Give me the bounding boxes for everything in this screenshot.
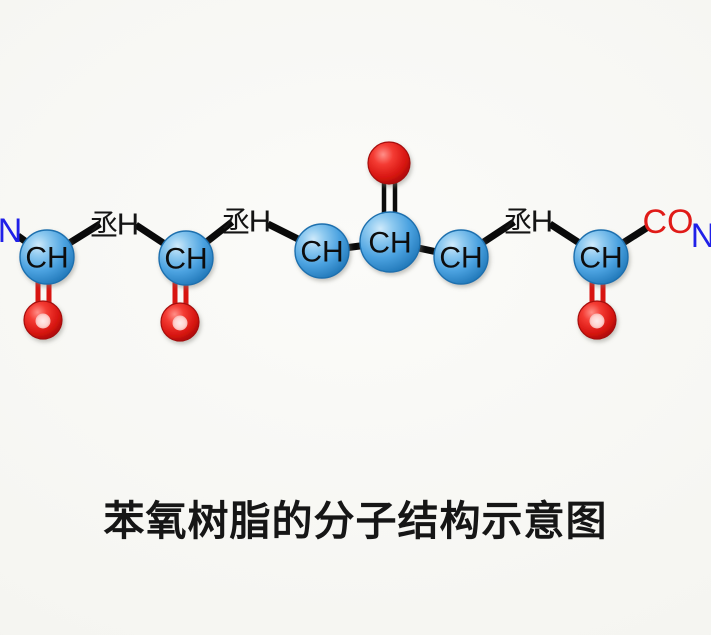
carbon-atom-3-label: CH xyxy=(300,236,343,269)
carbon-atom-5: CH xyxy=(433,229,489,285)
figure-caption: 苯氧树脂的分子结构示意图 xyxy=(103,497,608,545)
carbon-atom-2: CH xyxy=(158,230,214,286)
carbon-atom-3: CH xyxy=(294,223,350,279)
terminal-group: N CO N xyxy=(0,203,711,255)
carbon-atom-6: CH xyxy=(573,229,629,285)
bridge-label-1-suffix: H xyxy=(117,207,139,242)
bridge-label-2-suffix: H xyxy=(249,204,271,239)
carbon-atom-5-label: CH xyxy=(439,242,482,275)
terminus-left-nitrogen-label: N xyxy=(0,212,22,250)
bridge-label-3-suffix: H xyxy=(531,204,553,239)
carbon-atom-group: CH CH CH CH CH CH xyxy=(19,211,629,286)
molecule-diagram: CH CH CH CH CH CH xyxy=(0,141,711,342)
carbon-atom-6-label: CH xyxy=(579,242,622,275)
carbon-atom-4-label: CH xyxy=(368,227,411,260)
bridge-label-1: 丞 H xyxy=(89,207,139,243)
oxygen-atom-2 xyxy=(160,302,200,342)
oxygen-atom-4 xyxy=(577,300,617,340)
oxygen-atom-1 xyxy=(23,300,63,340)
oxygen-atom-3 xyxy=(367,141,411,185)
bridge-label-3-glyph: 丞 xyxy=(503,205,532,239)
bridge-label-1-glyph: 丞 xyxy=(89,208,118,242)
bridge-label-2-glyph: 丞 xyxy=(221,205,250,239)
carbon-atom-2-label: CH xyxy=(164,243,207,276)
terminus-right-carbonyl-label: CO xyxy=(643,203,694,241)
bridge-label-2: 丞 H xyxy=(221,204,271,240)
oxygen-atom-group xyxy=(23,141,617,342)
terminus-right-nitrogen-label: N xyxy=(691,217,711,255)
carbon-atom-4: CH xyxy=(359,211,421,273)
carbon-atom-1: CH xyxy=(19,229,75,285)
bridge-label-group: 丞 H 丞 H 丞 H xyxy=(89,204,553,243)
bridge-label-3: 丞 H xyxy=(503,204,553,240)
carbon-atom-1-label: CH xyxy=(25,242,68,275)
